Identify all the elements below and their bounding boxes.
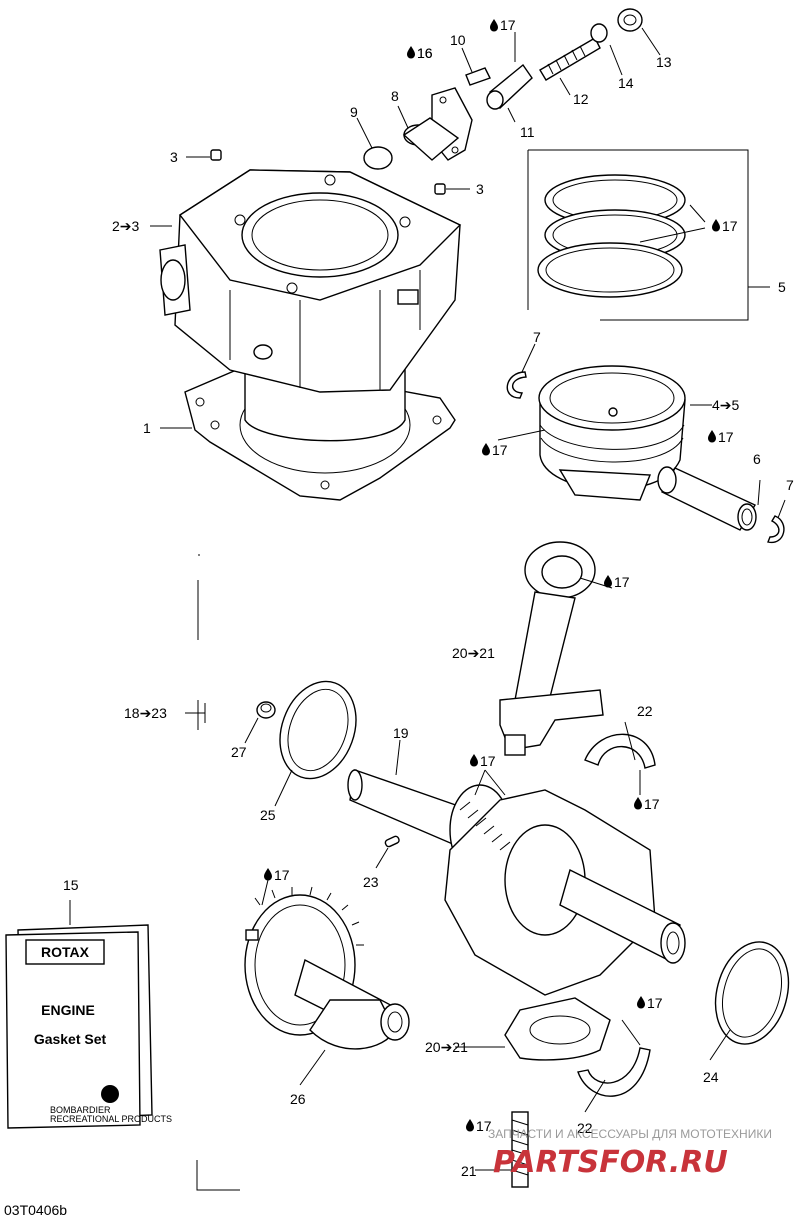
callout-10: 10 — [450, 32, 466, 48]
callout-17: 17 — [647, 995, 663, 1011]
callout-5: 5 — [778, 279, 786, 295]
callout-14: 14 — [618, 75, 634, 91]
tensioner-housing — [402, 87, 473, 161]
callout-22: 22 — [637, 703, 653, 719]
thrust-washer — [279, 680, 357, 780]
oil-drop-icon — [490, 19, 498, 32]
callout-18-23: 18➔23 — [124, 705, 167, 721]
tensioner-spring — [539, 37, 601, 81]
stud-bolt — [511, 1111, 529, 1188]
crankshaft — [347, 769, 686, 996]
oil-drop-icon — [708, 430, 716, 443]
callout-2-3: 2➔3 — [112, 218, 140, 234]
callout-22: 22 — [577, 1120, 593, 1136]
callout-25: 25 — [260, 807, 276, 823]
callout-16: 16 — [417, 45, 433, 61]
oil-drop-icon — [712, 219, 720, 232]
plug — [256, 701, 276, 719]
callout-17: 17 — [492, 442, 508, 458]
callout-17: 17 — [718, 429, 734, 445]
callout-17: 17 — [274, 867, 290, 883]
circlip — [506, 371, 527, 399]
callout-21: 21 — [461, 1163, 477, 1179]
diagram-id: 03T0406b — [4, 1202, 67, 1218]
gasket-kit-maker-line1: BOMBARDIER — [50, 1105, 111, 1115]
callout-23: 23 — [363, 874, 379, 890]
piston — [538, 365, 686, 501]
gasket-kit-maker-line2: RECREATIONAL PRODUCTS — [50, 1114, 172, 1124]
callout-16: 16 — [417, 45, 433, 61]
leader-lines — [69, 27, 786, 1191]
callout-17: 17 — [480, 753, 496, 769]
dowel-pin — [210, 149, 446, 195]
oil-drop-icon — [637, 996, 645, 1009]
callout-17: 17 — [644, 796, 660, 812]
callout-17: 17 — [500, 17, 516, 33]
oil-drop-icon — [264, 868, 272, 881]
piston-rings-box — [527, 149, 770, 321]
thrust-washer — [714, 941, 790, 1045]
oil-drop-icon — [407, 46, 415, 59]
gasket-kit-brand: ROTAX — [41, 944, 90, 960]
balance-shaft — [244, 886, 410, 1050]
callout-3: 3 — [476, 181, 484, 197]
callout-13: 13 — [656, 54, 672, 70]
bearing-shell — [584, 733, 656, 769]
oil-drop-icon — [634, 797, 642, 810]
connecting-rod — [499, 541, 604, 756]
circlip — [767, 515, 785, 543]
piston-rings — [537, 174, 686, 298]
watermark-logo: PARTSFOR.RU — [493, 1145, 728, 1180]
callout-4-5: 4➔5 — [712, 397, 740, 413]
watermark-caption: ЗАПЧАСТИ И АКСЕССУАРЫ ДЛЯ МОТОТЕХНИКИ — [488, 1127, 772, 1141]
callout-20-21: 20➔21 — [452, 645, 495, 661]
oil-drop-icon — [466, 1119, 474, 1132]
gasket-kit-title: ENGINE — [41, 1002, 95, 1018]
maker-logo — [101, 1085, 119, 1103]
gasket-kit-subtitle: Gasket Set — [34, 1031, 107, 1047]
callout-20-21: 20➔21 — [425, 1039, 468, 1055]
callout-11: 11 — [520, 124, 535, 140]
bearing-shell — [577, 1047, 651, 1097]
callout-8: 8 — [391, 88, 399, 104]
oil-drop-icon — [482, 443, 490, 456]
callout-19: 19 — [393, 725, 409, 741]
callout-7: 7 — [786, 477, 794, 493]
callout-9: 9 — [350, 104, 358, 120]
oil-drop-icon — [470, 754, 478, 767]
callout-15: 15 — [63, 877, 79, 893]
callout-12: 12 — [573, 91, 589, 107]
tensioner-cap — [617, 8, 643, 32]
callout-27: 27 — [231, 744, 247, 760]
tensioner-screw — [465, 67, 491, 86]
oil-drop-icon — [604, 575, 612, 588]
callout-3: 3 — [170, 149, 178, 165]
gasket-kit-package — [5, 924, 153, 1129]
callout-1: 1 — [143, 420, 151, 436]
woodruff-key — [384, 835, 400, 848]
o-ring — [363, 146, 393, 170]
callout-17: 17 — [614, 574, 630, 590]
rod-bearing-cap — [504, 997, 611, 1061]
callout-24: 24 — [703, 1069, 719, 1085]
sealing-ring — [590, 23, 608, 43]
callout-26: 26 — [290, 1091, 306, 1107]
callout-17: 17 — [476, 1118, 492, 1134]
callout-17: 17 — [722, 218, 738, 234]
callout-6: 6 — [753, 451, 761, 467]
cylinder — [159, 169, 462, 442]
piston-pin — [657, 466, 757, 531]
tensioner-plunger — [486, 63, 533, 110]
callout-7: 7 — [533, 329, 541, 345]
